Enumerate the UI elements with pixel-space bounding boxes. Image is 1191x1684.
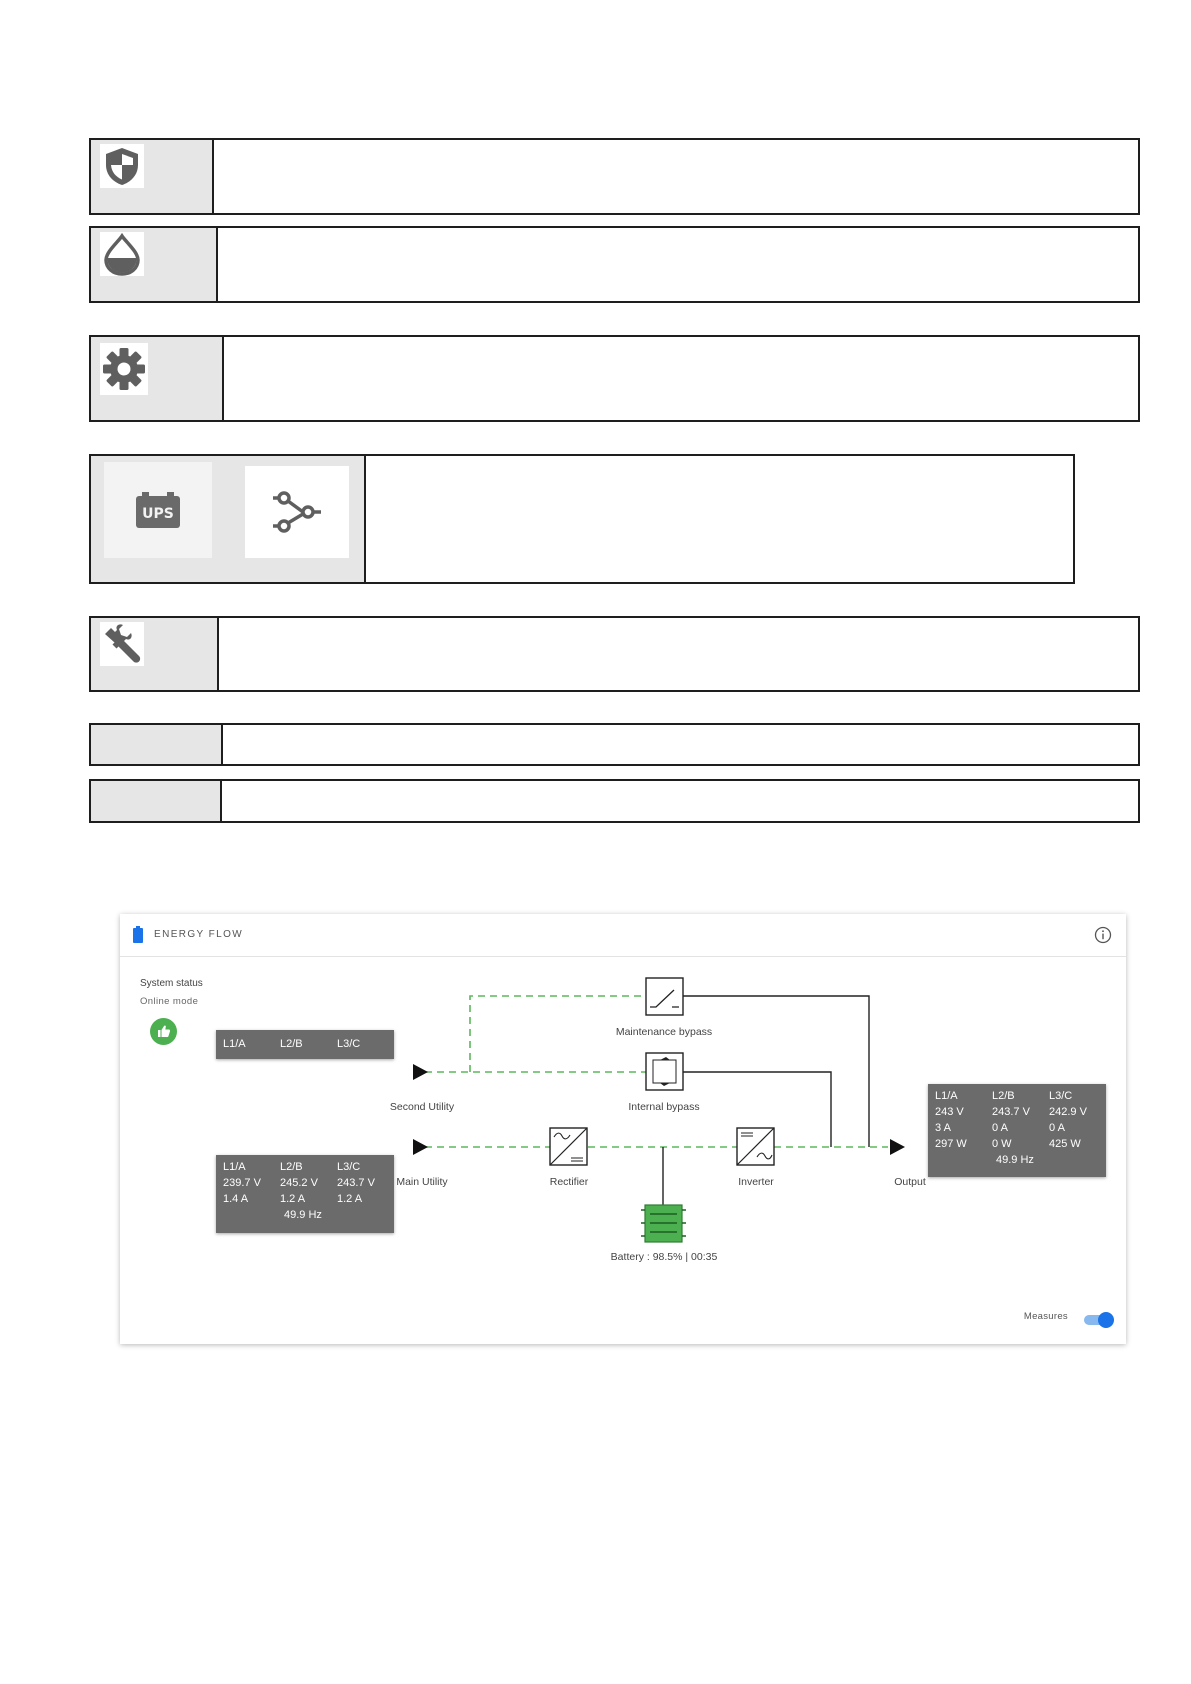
energy-flow-title: ENERGY FLOW: [154, 929, 244, 940]
maintenance-bypass-line: [683, 995, 870, 1147]
network-path-icon: [245, 466, 349, 558]
power-value: 0 W: [992, 1138, 1012, 1150]
row-description: [224, 337, 1138, 420]
voltage-value: 242.9 V: [1049, 1106, 1087, 1118]
water-drop-icon: [100, 232, 144, 276]
svg-text:UPS: UPS: [142, 506, 174, 522]
measures-label: Measures: [1023, 1311, 1068, 1322]
current-value: 0 A: [1049, 1122, 1065, 1134]
phase-label: L3/C: [337, 1161, 361, 1173]
current-value: 0 A: [992, 1122, 1008, 1134]
energy-flow-header: ENERGY FLOW: [120, 914, 1126, 957]
icon-cell: [91, 781, 222, 821]
info-row-5: [89, 616, 1140, 692]
inverter-symbol: [736, 1127, 775, 1166]
info-row-7: [89, 779, 1140, 823]
battery-label: Battery : 98.5% | 00:35: [610, 1251, 718, 1263]
phase-label: L3/C: [1049, 1090, 1073, 1102]
voltage-value: 243.7 V: [992, 1106, 1030, 1118]
info-icon[interactable]: [1094, 926, 1112, 949]
battery-symbol: [641, 1204, 686, 1243]
icon-cell: [91, 337, 224, 420]
rectifier-label: Rectifier: [549, 1176, 589, 1188]
phase-label: L1/A: [935, 1090, 958, 1102]
maintenance-bypass-label: Maintenance bypass: [615, 1026, 713, 1038]
voltage-value: 243.7 V: [337, 1177, 375, 1189]
current-value: 3 A: [935, 1122, 951, 1134]
info-row-3: [89, 335, 1140, 422]
internal-bypass-line: [683, 1071, 832, 1147]
current-value: 1.2 A: [337, 1193, 363, 1205]
row-description: [222, 781, 1138, 821]
icon-cell: [91, 228, 218, 301]
second-utility-arrow: [413, 1064, 428, 1080]
thumbs-up-icon: [150, 1018, 177, 1050]
phase-label: L2/B: [992, 1090, 1015, 1102]
row-description: [214, 140, 1138, 213]
output-arrow: [890, 1139, 905, 1155]
row-description: [218, 228, 1138, 301]
voltage-value: 245.2 V: [280, 1177, 318, 1189]
second-utility-label: Second Utility: [389, 1101, 455, 1113]
output-label: Output: [894, 1176, 926, 1188]
maintenance-bypass-flow: [469, 995, 646, 1072]
phase-label: L1/A: [223, 1161, 246, 1173]
gear-icon: [100, 343, 148, 395]
frequency-value: 49.9 Hz: [284, 1209, 322, 1221]
rectifier-symbol: [549, 1127, 588, 1166]
frequency-value: 49.9 Hz: [996, 1154, 1034, 1166]
phase-label: L1/A: [223, 1038, 246, 1050]
icon-cell: [91, 725, 223, 764]
energy-flow-diagram: [413, 977, 905, 1243]
internal-bypass-symbol: [645, 1052, 684, 1091]
current-value: 1.4 A: [223, 1193, 249, 1205]
icon-cell: [91, 140, 214, 213]
energy-flow-panel: ENERGY FLOW System status Online mode: [120, 914, 1126, 1344]
phase-label: L3/C: [337, 1038, 361, 1050]
inverter-label: Inverter: [738, 1176, 774, 1188]
voltage-value: 243 V: [935, 1106, 964, 1118]
phase-label: L2/B: [280, 1038, 303, 1050]
info-row-6: [89, 723, 1140, 766]
system-status-value: Online mode: [140, 996, 199, 1007]
system-status-label: System status: [140, 978, 203, 989]
row-description: [223, 725, 1138, 764]
power-value: 425 W: [1049, 1138, 1081, 1150]
current-value: 1.2 A: [280, 1193, 306, 1205]
toggle-knob: [1098, 1312, 1114, 1328]
info-row-4: UPS: [89, 454, 1075, 584]
info-row-2: [89, 226, 1140, 303]
battery-icon: [133, 926, 143, 948]
power-value: 297 W: [935, 1138, 967, 1150]
wrench-icon: [100, 622, 144, 666]
main-utility-measures: L1/A L2/B L3/C 239.7 V 245.2 V 243.7 V 1…: [216, 1155, 394, 1233]
icon-cell: [91, 618, 219, 690]
maintenance-bypass-symbol: [645, 977, 684, 1016]
row-description: [366, 456, 1073, 582]
output-measures: L1/A L2/B L3/C 243 V 243.7 V 242.9 V 3 A…: [928, 1084, 1106, 1177]
info-row-1: [89, 138, 1140, 215]
ups-icon: UPS: [104, 462, 212, 558]
internal-bypass-label: Internal bypass: [628, 1101, 700, 1113]
phase-label: L2/B: [280, 1161, 303, 1173]
measures-toggle[interactable]: [1084, 1312, 1114, 1328]
second-utility-measures: L1/A L2/B L3/C: [216, 1030, 394, 1059]
main-utility-arrow: [413, 1139, 428, 1155]
shield-icon: [100, 144, 144, 188]
main-utility-label: Main Utility: [396, 1176, 448, 1188]
row-description: [219, 618, 1138, 690]
icon-cell: UPS: [91, 456, 366, 582]
voltage-value: 239.7 V: [223, 1177, 261, 1189]
